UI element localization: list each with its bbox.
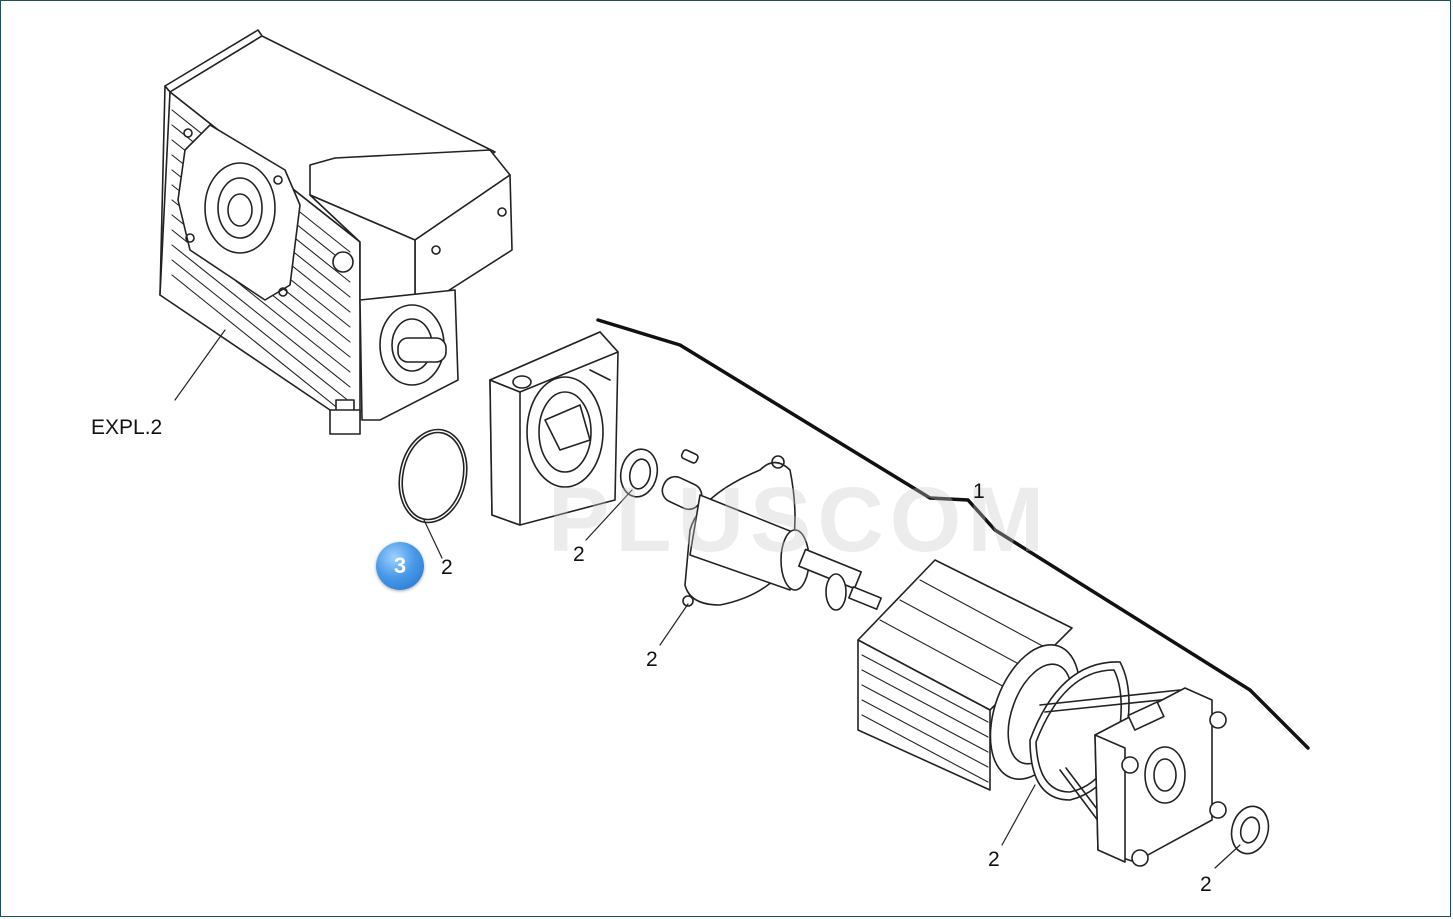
seal-ring <box>619 448 659 498</box>
group-bracket-line <box>596 318 1310 750</box>
label-ref-2-oring: 2 <box>441 556 453 579</box>
label-ref-2-motor-gasket: 2 <box>988 848 1000 871</box>
watermark: PLUSCOM <box>548 469 1050 571</box>
end-bell <box>1094 687 1227 867</box>
shaft-key <box>680 449 699 464</box>
label-ref-2-seal: 2 <box>573 543 585 566</box>
label-ref-2-end-seal: 2 <box>1200 873 1212 896</box>
label-ref-1: 1 <box>973 480 985 503</box>
end-seal <box>1230 805 1270 855</box>
o-ring <box>398 428 468 524</box>
leader-lines <box>174 329 1241 869</box>
gearbox-housing <box>159 29 513 435</box>
rotor <box>661 475 882 611</box>
adapter-flange <box>489 331 619 526</box>
label-expl: EXPL.2 <box>91 416 163 439</box>
label-ref-2-gasket: 2 <box>646 648 658 671</box>
callout-badge[interactable]: 3 <box>376 542 424 590</box>
